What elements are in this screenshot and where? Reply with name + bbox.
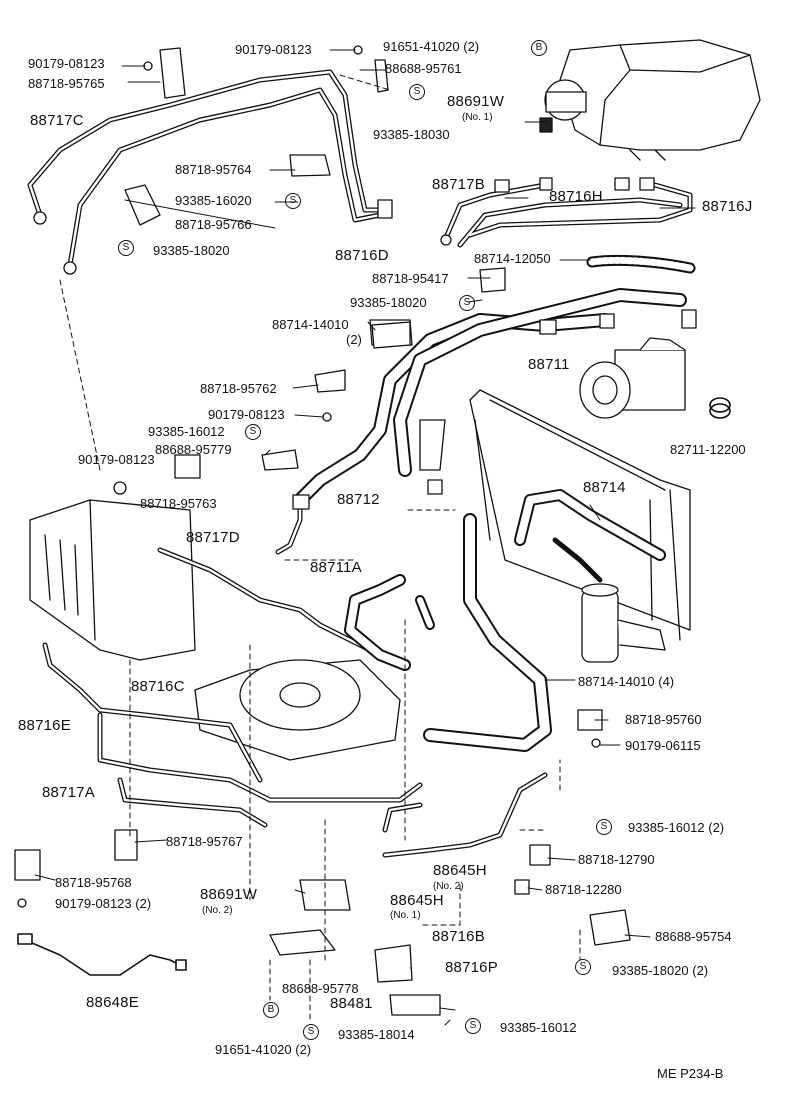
label-88718-95765: 88718-95765 xyxy=(28,76,105,91)
label-93385-18020-b: 93385-18020 xyxy=(350,295,427,310)
label-93385-18030: 93385-18030 xyxy=(373,127,450,142)
label-93385-16012-a: 93385-16012 xyxy=(148,424,225,439)
screw-mark-s: S xyxy=(409,84,425,100)
label-88718-95766: 88718-95766 xyxy=(175,217,252,232)
label-88691w-no2-sub: (No. 2) xyxy=(202,905,233,916)
label-91651-41020-top: 91651-41020 (2) xyxy=(383,39,480,54)
hose-88714 xyxy=(514,489,666,583)
label-88714-14010-qty: (2) xyxy=(346,332,362,347)
dashed-guides xyxy=(59,74,581,1021)
label-88691w-no1: 88691W xyxy=(447,93,505,110)
label-88718-95760: 88718-95760 xyxy=(625,712,702,727)
label-90179-08123-a: 90179-08123 xyxy=(28,56,105,71)
label-90179-06115: 90179-06115 xyxy=(625,738,701,753)
label-88716h: 88716H xyxy=(549,188,603,205)
label-88716b: 88716B xyxy=(432,928,485,945)
label-88718-12280: 88718-12280 xyxy=(545,882,622,897)
label-88688-95778: 88688-95778 xyxy=(282,981,359,996)
label-88718-95762: 88718-95762 xyxy=(200,381,277,396)
label-88645h-no2-sub: (No. 2) xyxy=(433,881,464,892)
label-88714-14010-4: 88714-14010 (4) xyxy=(578,674,675,689)
label-88714-12050: 88714-12050 xyxy=(474,251,551,266)
label-88718-95417: 88718-95417 xyxy=(372,271,449,286)
screw-mark-s: S xyxy=(575,959,591,975)
label-88717b: 88717B xyxy=(432,176,485,193)
label-88717a: 88717A xyxy=(42,784,95,801)
label-90179-08123-d: 90179-08123 xyxy=(78,452,155,467)
leader-lines xyxy=(34,49,696,1026)
screw-mark-s: S xyxy=(303,1024,319,1040)
screw-mark-s: S xyxy=(285,193,301,209)
label-88716c: 88716C xyxy=(131,678,185,695)
cooling-fan xyxy=(194,659,401,761)
label-82711-12200: 82711-12200 xyxy=(670,442,746,457)
lower-small-parts xyxy=(14,267,631,1016)
upper-pipes xyxy=(27,69,388,268)
label-88691w-no1-sub: (No. 1) xyxy=(462,112,493,123)
flex-hose-12050 xyxy=(586,254,696,274)
label-88712: 88712 xyxy=(337,491,380,508)
label-88645h-no1: 88645H xyxy=(390,892,444,909)
label-88645h-no2: 88645H xyxy=(433,862,487,879)
label-88716p: 88716P xyxy=(445,959,498,976)
sensor-cable-88648e xyxy=(17,933,187,976)
label-88717c: 88717C xyxy=(30,112,84,129)
evaporator-box xyxy=(29,499,196,661)
label-93385-18020-2: 93385-18020 (2) xyxy=(612,963,709,978)
label-88716d: 88716D xyxy=(335,247,389,264)
label-88688-95761: 88688-95761 xyxy=(385,61,462,76)
label-88714: 88714 xyxy=(583,479,626,496)
label-88716e: 88716E xyxy=(18,717,71,734)
label-88711: 88711 xyxy=(528,356,570,373)
label-88714-14010-top: 88714-14010 xyxy=(272,317,349,332)
label-88648e: 88648E xyxy=(86,994,139,1011)
suction-lines-88716 xyxy=(442,182,693,248)
screw-mark-s: S xyxy=(118,240,134,256)
lower-pipes xyxy=(42,547,548,858)
label-88688-95754: 88688-95754 xyxy=(655,929,732,944)
screw-mark-s: S xyxy=(459,295,475,311)
band-clamp xyxy=(709,397,731,419)
label-88718-95764: 88718-95764 xyxy=(175,162,252,177)
label-88645h-no1-sub: (No. 1) xyxy=(390,910,421,921)
label-93385-18014: 93385-18014 xyxy=(338,1027,415,1042)
main-hoses xyxy=(275,288,687,752)
label-93385-16012-b: 93385-16012 xyxy=(500,1020,577,1035)
label-88718-95767: 88718-95767 xyxy=(166,834,243,849)
label-88718-12790: 88718-12790 xyxy=(578,852,655,867)
bolt-mark-b: B xyxy=(531,40,547,56)
screw-mark-s: S xyxy=(596,819,612,835)
label-88481: 88481 xyxy=(330,995,373,1012)
bolt-mark-b: B xyxy=(263,1002,279,1018)
suction-fittings xyxy=(440,177,655,246)
label-93385-16020: 93385-16020 xyxy=(175,193,252,208)
label-93385-18020-a: 93385-18020 xyxy=(153,243,230,258)
label-88711a: 88711A xyxy=(310,559,362,576)
label-91651-41020-bottom: 91651-41020 (2) xyxy=(215,1042,312,1057)
label-88718-95768: 88718-95768 xyxy=(55,875,132,890)
label-90179-08123-c: 90179-08123 xyxy=(208,407,285,422)
label-88716j: 88716J xyxy=(702,198,753,215)
screw-mark-s: S xyxy=(245,424,261,440)
ac-compressor-unit xyxy=(539,39,761,161)
screw-mark-s: S xyxy=(465,1018,481,1034)
hose-88711a xyxy=(344,574,435,671)
upper-fittings xyxy=(33,45,393,275)
label-90179-08123-b: 90179-08123 xyxy=(235,42,312,57)
compressor xyxy=(579,337,686,419)
label-88691w-no2: 88691W xyxy=(200,886,258,903)
label-88717d: 88717D xyxy=(186,529,240,546)
diagram-code: ME P234-B xyxy=(657,1066,724,1081)
label-90179-08123-2: 90179-08123 (2) xyxy=(55,896,152,911)
label-93385-16012-2: 93385-16012 (2) xyxy=(628,820,725,835)
label-88718-95763: 88718-95763 xyxy=(140,496,217,511)
label-88688-95779: 88688-95779 xyxy=(155,442,232,457)
receiver-dryer xyxy=(581,583,666,663)
